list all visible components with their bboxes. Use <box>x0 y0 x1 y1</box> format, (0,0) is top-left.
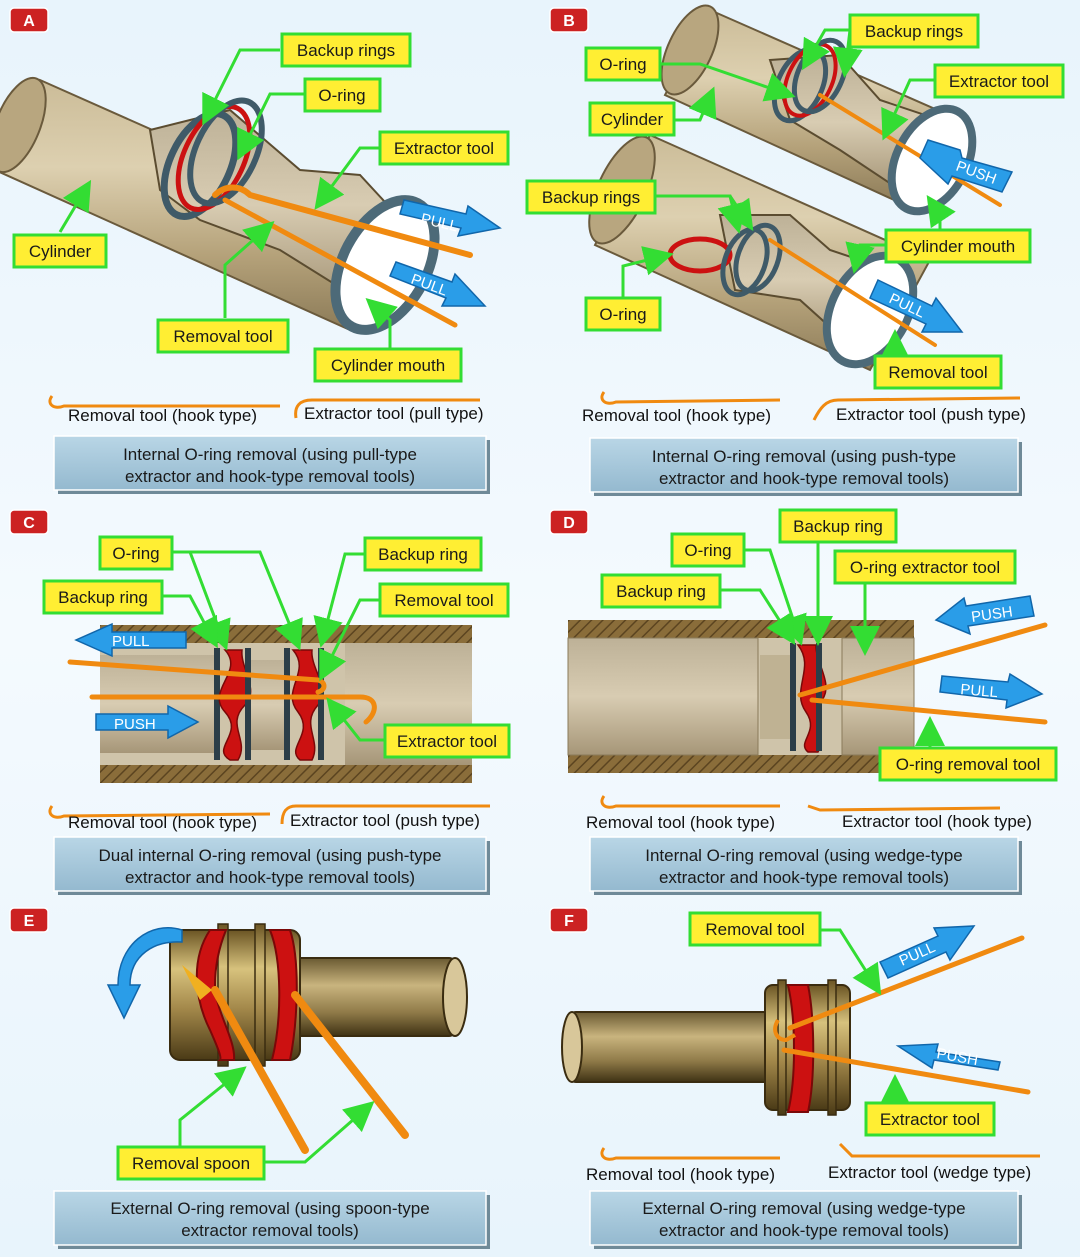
label-o-ring-b-bottom: O-ring <box>599 305 646 324</box>
svg-text:Internal O-ring removal (using: Internal O-ring removal (using wedge-typ… <box>645 846 962 865</box>
svg-text:E: E <box>24 913 35 930</box>
push-arrow-c-label: PUSH <box>114 716 156 733</box>
label-cylinder-a: Cylinder <box>29 242 92 261</box>
push-arrow-f: PUSH <box>895 1043 1001 1071</box>
svg-text:extractor and hook-type remova: extractor and hook-type removal tools) <box>659 1221 949 1240</box>
backup-ring-2 <box>187 97 265 207</box>
caption-a: Internal O-ring removal (using pull-type… <box>53 435 490 494</box>
label-o-ring-removal-tool-d: O-ring removal tool <box>896 755 1041 774</box>
pull-arrow-a1: PULL <box>399 199 502 237</box>
caption-c: Dual internal O-ring removal (using push… <box>53 836 490 895</box>
label-removal-tool-a: Removal tool <box>173 327 272 346</box>
label-o-ring-d: O-ring <box>684 541 731 560</box>
legend-removal-tool-d: Removal tool (hook type) <box>586 813 775 832</box>
push-arrow-c: PUSH <box>95 704 200 740</box>
legend-extractor-tool-a: Extractor tool (pull type) <box>304 404 484 423</box>
panel-c: PULL PUSH <box>48 550 490 825</box>
label-removal-tool-f: Removal tool <box>705 920 804 939</box>
push-arrow-d-label: PUSH <box>970 603 1014 626</box>
label-backup-ring-c-right: Backup ring <box>378 545 468 564</box>
removal-spoon-2 <box>291 991 409 1139</box>
pull-arrow-c: PULL <box>74 622 187 658</box>
panel-f: PULL PUSH <box>561 925 1040 1161</box>
badge-c: C <box>9 509 49 535</box>
pull-tool-glyph-a <box>294 398 480 419</box>
caption-b: Internal O-ring removal (using push-type… <box>589 437 1022 496</box>
label-extractor-tool-c: Extractor tool <box>397 732 497 751</box>
label-backup-ring-c-left: Backup ring <box>58 588 148 607</box>
pull-arrow-c-label: PULL <box>112 633 150 650</box>
label-removal-tool-c: Removal tool <box>394 591 493 610</box>
svg-text:Internal O-ring removal (using: Internal O-ring removal (using pull-type <box>123 445 417 464</box>
svg-text:extractor and hook-type remova: extractor and hook-type removal tools) <box>659 868 949 887</box>
svg-text:B: B <box>563 13 575 30</box>
push-arrow-f-label: PUSH <box>935 1045 979 1069</box>
pull-arrow-f: PULL <box>878 925 976 979</box>
badge-b: B <box>549 7 589 33</box>
legend-removal-tool-a: Removal tool (hook type) <box>68 406 257 425</box>
legend-extractor-tool-c: Extractor tool (push type) <box>290 811 480 830</box>
badge-f: F <box>549 907 589 933</box>
label-removal-tool-b: Removal tool <box>888 363 987 382</box>
caption-f: External O-ring removal (using wedge-typ… <box>589 1190 1022 1249</box>
removal-tool-a <box>222 197 458 328</box>
label-removal-spoon-e: Removal spoon <box>132 1154 250 1173</box>
legend-extractor-tool-d: Extractor tool (hook type) <box>842 812 1032 831</box>
badge-e: E <box>9 907 49 933</box>
label-backup-ring-d-left: Backup ring <box>616 582 706 601</box>
label-o-ring-a: O-ring <box>318 86 365 105</box>
label-cylinder-mouth-b: Cylinder mouth <box>901 237 1015 256</box>
legend-extractor-tool-b: Extractor tool (push type) <box>836 405 1026 424</box>
panel-a: PULL PULL <box>0 48 502 419</box>
svg-text:extractor and hook-type remova: extractor and hook-type removal tools) <box>125 467 415 486</box>
cylinder-end <box>0 76 47 174</box>
label-cylinder-b: Cylinder <box>601 110 664 129</box>
label-extractor-tool-b: Extractor tool <box>949 72 1049 91</box>
label-extractor-tool-f: Extractor tool <box>880 1110 980 1129</box>
svg-text:D: D <box>563 515 575 532</box>
label-o-ring-extractor-tool-d: O-ring extractor tool <box>850 558 1000 577</box>
svg-text:extractor and hook-type remova: extractor and hook-type removal tools) <box>659 469 949 488</box>
badge-d: D <box>549 509 589 535</box>
label-o-ring-b-top: O-ring <box>599 55 646 74</box>
hook-tool-glyph-a <box>48 395 280 409</box>
panel-d: PUSH PULL <box>567 540 1048 812</box>
caption-d: Internal O-ring removal (using wedge-typ… <box>589 836 1022 895</box>
svg-text:F: F <box>564 913 574 930</box>
legend-removal-tool-b: Removal tool (hook type) <box>582 406 771 425</box>
legend-removal-tool-f: Removal tool (hook type) <box>586 1165 775 1184</box>
removal-spoon-1 <box>211 986 309 1154</box>
svg-text:External O-ring removal (using: External O-ring removal (using wedge-typ… <box>642 1199 965 1218</box>
extractor-tool-a <box>212 184 473 258</box>
o-ring-e2 <box>268 929 298 1061</box>
label-o-ring-c: O-ring <box>112 544 159 563</box>
rotate-arrow-e <box>106 927 183 1020</box>
svg-text:External O-ring removal (using: External O-ring removal (using spoon-typ… <box>110 1199 429 1218</box>
label-extractor-tool-a: Extractor tool <box>394 139 494 158</box>
housing-bottom-c <box>100 765 472 783</box>
push-arrow-d: PUSH <box>934 595 1035 636</box>
label-backup-ring-d-top: Backup ring <box>793 517 883 536</box>
label-backup-rings-b-top: Backup rings <box>865 22 963 41</box>
shaft-f <box>569 1011 781 1083</box>
caption-e: External O-ring removal (using spoon-typ… <box>53 1190 490 1249</box>
o-ring-a <box>175 104 253 212</box>
badge-a: A <box>9 7 49 33</box>
legend-extractor-tool-f: Extractor tool (wedge type) <box>828 1163 1031 1182</box>
label-cylinder-mouth-a: Cylinder mouth <box>331 356 445 375</box>
pull-arrow-d: PULL <box>939 672 1044 710</box>
svg-text:Dual internal O-ring removal (: Dual internal O-ring removal (using push… <box>99 846 442 865</box>
svg-text:Internal O-ring removal (using: Internal O-ring removal (using push-type <box>652 447 956 466</box>
panel-e <box>106 923 468 1164</box>
legend-removal-tool-c: Removal tool (hook type) <box>68 813 257 832</box>
svg-text:extractor removal tools): extractor removal tools) <box>181 1221 359 1240</box>
pull-arrow-d-label: PULL <box>960 681 999 701</box>
label-backup-rings-a: Backup rings <box>297 41 395 60</box>
svg-text:C: C <box>23 515 35 532</box>
label-backup-rings-b-bottom: Backup rings <box>542 188 640 207</box>
panel-b: PUSH PULL <box>588 4 1021 421</box>
svg-text:A: A <box>23 13 35 30</box>
svg-text:extractor and hook-type remova: extractor and hook-type removal tools) <box>125 868 415 887</box>
